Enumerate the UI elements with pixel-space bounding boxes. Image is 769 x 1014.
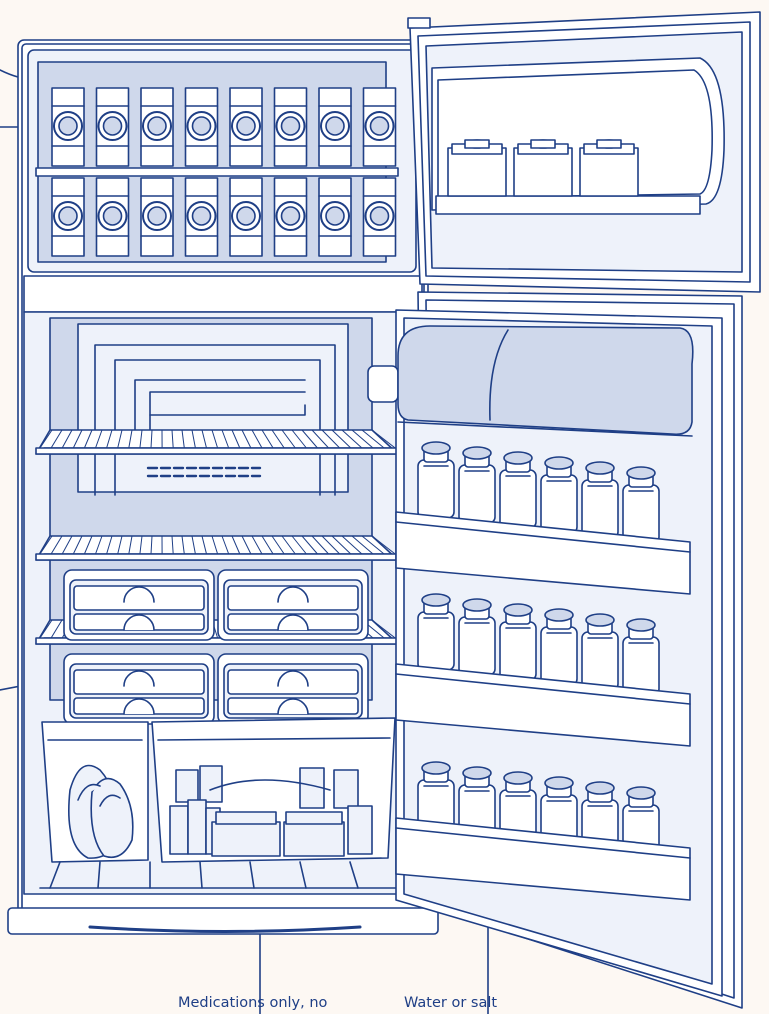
vaccine-vial bbox=[141, 88, 173, 166]
water-bottle bbox=[582, 614, 618, 690]
water-bottle bbox=[623, 467, 659, 543]
drawer bbox=[218, 570, 368, 640]
vaccine-vial bbox=[97, 88, 129, 166]
vaccine-vial bbox=[364, 178, 396, 256]
ice-pack bbox=[514, 140, 572, 196]
water-bottle bbox=[500, 452, 536, 528]
vaccine-vial bbox=[230, 88, 262, 166]
door-bins bbox=[396, 442, 690, 900]
butter-compartment bbox=[398, 326, 693, 434]
freezer-door bbox=[408, 12, 760, 292]
cooling-coil bbox=[78, 324, 348, 495]
water-bottle bbox=[541, 609, 577, 685]
vaccine-vial bbox=[319, 178, 351, 256]
water-bottle bbox=[500, 604, 536, 680]
vaccine-vial bbox=[186, 88, 218, 166]
freezer-rack-bar bbox=[36, 168, 398, 176]
ice-pack bbox=[580, 140, 638, 196]
vaccine-vial bbox=[275, 178, 307, 256]
ice-packs bbox=[448, 140, 638, 196]
water-bottle bbox=[459, 447, 495, 523]
vaccine-vial bbox=[230, 178, 262, 256]
wire-shelf bbox=[36, 430, 398, 454]
vaccine-vial bbox=[141, 178, 173, 256]
drawer bbox=[218, 654, 368, 724]
water-bottle bbox=[459, 599, 495, 675]
caption-water-salt: Water or salt bbox=[404, 996, 497, 1011]
vaccine-vial bbox=[275, 88, 307, 166]
vaccine-vial bbox=[364, 88, 396, 166]
ice-pack bbox=[448, 140, 506, 196]
wire-shelf bbox=[36, 536, 398, 560]
vaccine-vial bbox=[97, 178, 129, 256]
caption-medications: Medications only, no bbox=[178, 996, 327, 1011]
water-bottle bbox=[623, 619, 659, 695]
vaccine-vial bbox=[319, 88, 351, 166]
drawer bbox=[64, 654, 214, 724]
water-bottle bbox=[582, 462, 618, 538]
vaccine-vial bbox=[52, 178, 84, 256]
crisper-bins bbox=[42, 718, 395, 862]
drawer bbox=[64, 570, 214, 640]
vaccine-vial bbox=[186, 178, 218, 256]
water-bottle bbox=[418, 594, 454, 670]
water-bottle bbox=[418, 442, 454, 518]
refrigerator-door bbox=[368, 292, 742, 1008]
water-bottle bbox=[541, 457, 577, 533]
vaccine-vial bbox=[52, 88, 84, 166]
